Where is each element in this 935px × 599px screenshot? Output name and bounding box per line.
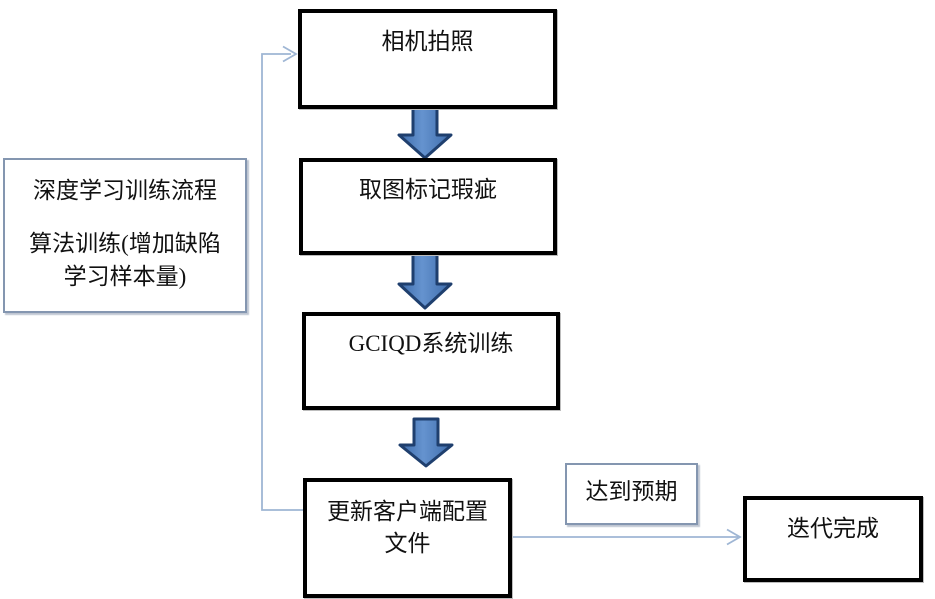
feedback-connector-line [261,53,303,511]
side-note-line: 算法训练(增加缺陷 [29,231,221,256]
node-label: 迭代完成 [787,516,879,541]
side-note-line: 学习样本量) [63,264,187,289]
node-label: 取图标记瑕疵 [359,177,497,202]
edge-label-text: 达到预期 [585,479,678,504]
side-note-box: 深度学习训练流程 算法训练(增加缺陷 学习样本量) [3,158,247,313]
node-label-line1: 更新客户端配置 [327,499,488,524]
node-iteration-done: 迭代完成 [743,496,923,582]
node-label-line2: 文件 [384,531,431,556]
node-update-client-config: 更新客户端配置 文件 [303,478,512,598]
done-right-open-arrow-icon [726,528,742,546]
node-label: 相机拍照 [381,29,474,54]
node-camera-capture: 相机拍照 [298,9,557,109]
feedback-right-open-arrow-icon [282,45,298,63]
down-block-arrow-icon [398,417,454,468]
node-system-training: GCIQD系统训练 [302,312,560,410]
side-note-line: 深度学习训练流程 [33,178,217,203]
node-mark-defects: 取图标记瑕疵 [299,158,557,255]
edge-label-expectation-met: 达到预期 [565,463,698,525]
down-block-arrow-icon [397,105,453,160]
down-block-arrow-icon [397,249,453,310]
node-label: GCIQD系统训练 [348,331,514,356]
